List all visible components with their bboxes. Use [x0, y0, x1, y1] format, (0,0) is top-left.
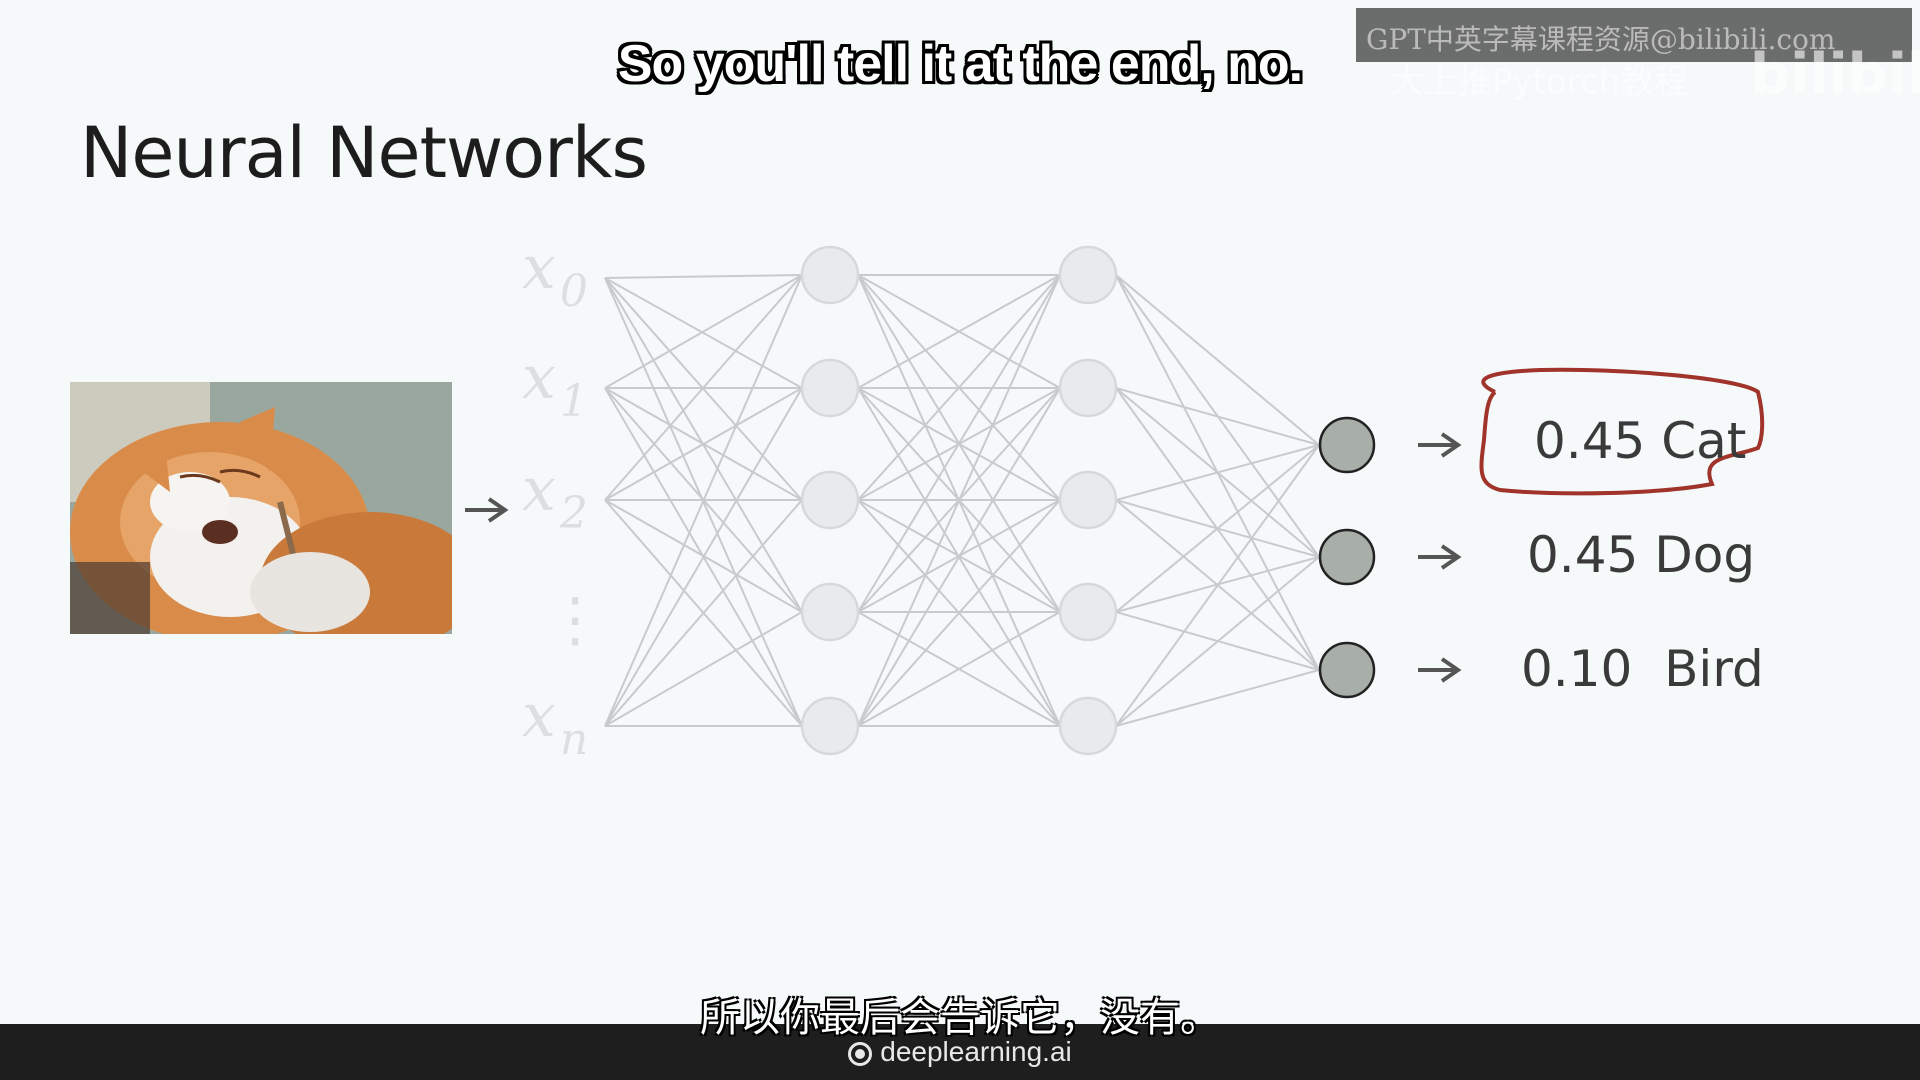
watermark-box	[1356, 8, 1912, 62]
edge	[604, 387, 803, 727]
output-node-0	[1318, 416, 1376, 474]
edge	[604, 274, 803, 501]
footer-brand-text: deeplearning.ai	[880, 1036, 1072, 1067]
hidden-node-layer1-0	[800, 245, 860, 305]
subtitle-chinese: 所以你最后会告诉它，没有。	[700, 995, 1220, 1041]
hidden-node-layer2-0	[1058, 245, 1118, 305]
input-label-1: x1	[522, 343, 588, 427]
output-node-2	[1318, 641, 1376, 699]
edge	[604, 387, 803, 501]
cat-annotation-circle	[1479, 367, 1765, 496]
edge	[1115, 444, 1320, 501]
watermark-text: GPT中英字幕课程资源@bilibili.com	[1366, 23, 1836, 56]
edge	[604, 274, 803, 279]
output-cat: 0.45 Cat	[1534, 412, 1747, 470]
edge	[604, 611, 803, 727]
cat-photo	[70, 382, 452, 634]
edge	[1115, 444, 1320, 613]
hidden-node-layer2-1	[1058, 358, 1118, 418]
edge	[1115, 274, 1320, 446]
network-edges	[604, 274, 1320, 727]
edge	[1115, 387, 1320, 446]
edge	[857, 274, 1061, 501]
edge	[857, 387, 1061, 727]
edge	[857, 274, 1061, 727]
slide-title: Neural Networks	[80, 112, 648, 194]
output-bird: 0.10 Bird	[1521, 640, 1764, 698]
deeplearning-logo-icon	[848, 1042, 873, 1066]
edge	[604, 274, 803, 727]
output-arrow-2	[1418, 657, 1462, 683]
edge	[857, 499, 1061, 727]
hidden-node-layer2-2	[1058, 470, 1118, 530]
edge	[1115, 669, 1320, 727]
input-label-0: x0	[522, 233, 588, 317]
input-arrow	[465, 497, 509, 523]
input-labels: x0 x1 x2 xn ⋮	[522, 233, 605, 765]
hidden-node-layer1-1	[800, 358, 860, 418]
hidden-node-layer2-4	[1058, 696, 1118, 756]
hidden-node-layer2-3	[1058, 582, 1118, 642]
hidden-node-layer1-2	[800, 470, 860, 530]
input-label-3: xn	[522, 681, 588, 765]
footer-bar	[0, 1024, 1920, 1080]
slide-area: Neural Networks x0 x1 x2 xn ⋮ 0.45 Cat	[70, 112, 1765, 765]
output-arrow-1	[1418, 544, 1462, 570]
edge	[1115, 556, 1320, 727]
input-label-2: x2	[522, 455, 588, 539]
network-nodes	[800, 245, 1376, 756]
input-ellipsis: ⋮	[545, 585, 605, 655]
edge	[857, 274, 1061, 389]
edge	[604, 277, 803, 389]
output-arrow-0	[1418, 432, 1462, 458]
subtitle-english: So you'll tell it at the end, no.	[617, 35, 1303, 93]
footer-brand: deeplearning.ai	[0, 1036, 1920, 1068]
edge	[857, 274, 1061, 613]
output-dog: 0.45 Dog	[1527, 526, 1756, 584]
edge	[1115, 444, 1320, 727]
edge	[604, 499, 803, 727]
output-node-1	[1318, 528, 1376, 586]
bilibili-logo: bilibili	[1750, 42, 1920, 107]
hidden-node-layer1-3	[800, 582, 860, 642]
edge	[857, 611, 1061, 727]
edge	[604, 274, 803, 389]
arrows	[465, 432, 1462, 683]
neural-network-diagram: x0 x1 x2 xn ⋮	[465, 233, 1765, 765]
hidden-node-layer1-4	[800, 696, 860, 756]
watermark-subtext: 大上推Pytorch教程	[1390, 62, 1689, 102]
